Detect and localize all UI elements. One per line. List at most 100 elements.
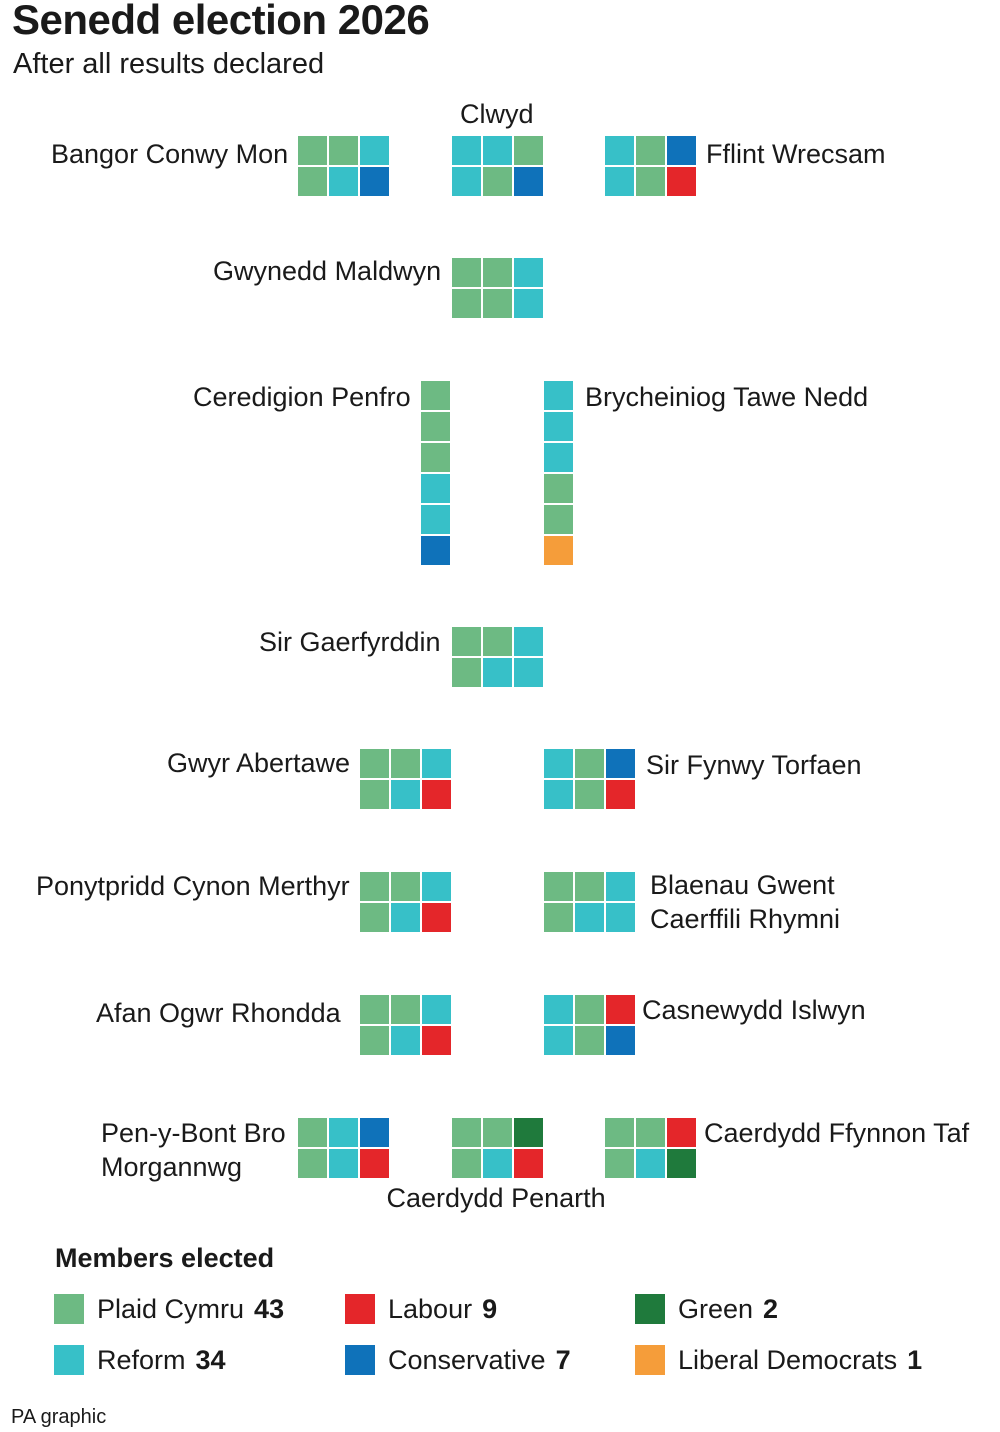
- seat-plaid: [360, 872, 389, 901]
- seat-conservative: [360, 167, 389, 196]
- seat-reform: [514, 289, 543, 318]
- seat-plaid: [544, 872, 573, 901]
- constituency-label-line: Pen-y-Bont Bro: [101, 1118, 286, 1148]
- constituency-label-line: Fflint Wrecsam: [706, 139, 886, 169]
- seat-reform: [575, 903, 604, 932]
- seat-reform: [483, 658, 512, 687]
- seat-green: [667, 1149, 696, 1178]
- constituency-label-caerdydd-ffynnon-taf: Caerdydd Ffynnon Taf: [704, 1117, 969, 1151]
- seat-plaid: [391, 872, 420, 901]
- seat-reform: [605, 136, 634, 165]
- legend-seat-count: 9: [482, 1293, 498, 1324]
- seat-reform: [514, 627, 543, 656]
- legend-swatch: [635, 1345, 665, 1375]
- seat-labour: [606, 995, 635, 1024]
- seat-grid-pen-y-bont-bro-morgannwg: [298, 1118, 389, 1178]
- constituency-label-line: Blaenau Gwent: [650, 870, 835, 900]
- seat-reform: [606, 903, 635, 932]
- seat-reform: [421, 505, 450, 534]
- constituency-label-line: Afan Ogwr Rhondda: [96, 998, 341, 1028]
- seat-plaid: [360, 749, 389, 778]
- seat-labour: [422, 780, 451, 809]
- constituency-label-line: Gwyr Abertawe: [167, 748, 351, 778]
- page-subtitle: After all results declared: [13, 48, 325, 80]
- seat-labour: [422, 1026, 451, 1055]
- seat-plaid: [360, 780, 389, 809]
- seat-labour: [422, 903, 451, 932]
- constituency-label-line: Caerdydd Ffynnon Taf: [704, 1118, 970, 1148]
- seat-reform: [544, 381, 573, 410]
- constituency-label-fflint-wrecsam: Fflint Wrecsam: [706, 138, 886, 172]
- seat-grid-casnewydd-islwyn: [544, 995, 635, 1055]
- seat-conservative: [667, 136, 696, 165]
- legend-swatch: [54, 1294, 84, 1324]
- seat-plaid: [421, 443, 450, 472]
- constituency-label-afan-ogwr-rhondda: Afan Ogwr Rhondda: [96, 997, 341, 1031]
- seat-grid-caerdydd-penarth: [452, 1118, 543, 1178]
- seat-plaid: [483, 258, 512, 287]
- legend-party-name: Labour: [388, 1293, 473, 1324]
- seat-conservative: [514, 167, 543, 196]
- seat-grid-afan-ogwr-rhondda: [360, 995, 451, 1055]
- seat-plaid: [483, 289, 512, 318]
- constituency-label-line: Brycheiniog Tawe Nedd: [585, 382, 869, 412]
- seat-reform: [422, 872, 451, 901]
- seat-plaid: [421, 412, 450, 441]
- seat-reform: [452, 136, 481, 165]
- seat-plaid: [636, 136, 665, 165]
- seat-plaid: [421, 381, 450, 410]
- seat-plaid: [544, 505, 573, 534]
- seat-green: [514, 1118, 543, 1147]
- legend-seat-count: 1: [907, 1344, 923, 1375]
- constituency-label-sir-fynwy-torfaen: Sir Fynwy Torfaen: [646, 749, 862, 783]
- page-title: Senedd election 2026: [12, 0, 430, 43]
- seat-conservative: [421, 536, 450, 565]
- seat-plaid: [360, 995, 389, 1024]
- seat-plaid: [298, 1118, 327, 1147]
- seat-plaid: [298, 136, 327, 165]
- seat-plaid: [298, 1149, 327, 1178]
- seat-reform: [514, 258, 543, 287]
- seat-plaid: [452, 1118, 481, 1147]
- legend-party-name: Liberal Democrats: [678, 1344, 898, 1375]
- seat-reform: [544, 1026, 573, 1055]
- constituency-label-line: Caerdydd Penarth: [386, 1183, 606, 1213]
- legend-seat-count: 7: [555, 1344, 571, 1375]
- legend-title: Members elected: [55, 1243, 275, 1273]
- constituency-label-line: Morgannwg: [101, 1151, 243, 1182]
- seat-grid-clwyd: [452, 136, 543, 196]
- seat-grid-ceredigion-penfro: [421, 381, 450, 565]
- constituency-label-line: Sir Fynwy Torfaen: [646, 750, 862, 780]
- constituency-label-ceredigion-penfro: Ceredigion Penfro: [193, 381, 411, 415]
- seat-reform: [422, 995, 451, 1024]
- seat-plaid: [452, 1149, 481, 1178]
- seat-reform: [329, 1149, 358, 1178]
- seat-reform: [606, 872, 635, 901]
- seat-reform: [544, 749, 573, 778]
- seat-reform: [483, 136, 512, 165]
- constituency-label-line: Sir Gaerfyrddin: [259, 627, 441, 657]
- seat-grid-gwynedd-maldwyn: [452, 258, 543, 318]
- legend-item-libdem: Liberal Democrats 1: [635, 1344, 922, 1376]
- seat-plaid: [391, 749, 420, 778]
- seat-reform: [544, 995, 573, 1024]
- seat-plaid: [483, 1118, 512, 1147]
- seat-reform: [391, 903, 420, 932]
- constituency-label-line: Casnewydd Islwyn: [642, 995, 866, 1025]
- seat-conservative: [360, 1118, 389, 1147]
- seat-reform: [360, 136, 389, 165]
- legend-swatch: [345, 1345, 375, 1375]
- seat-conservative: [606, 1026, 635, 1055]
- seat-reform: [544, 443, 573, 472]
- seat-plaid: [544, 474, 573, 503]
- seat-plaid: [452, 289, 481, 318]
- seat-reform: [605, 167, 634, 196]
- seat-plaid: [391, 995, 420, 1024]
- seat-plaid: [636, 167, 665, 196]
- legend-seat-count: 43: [254, 1293, 285, 1324]
